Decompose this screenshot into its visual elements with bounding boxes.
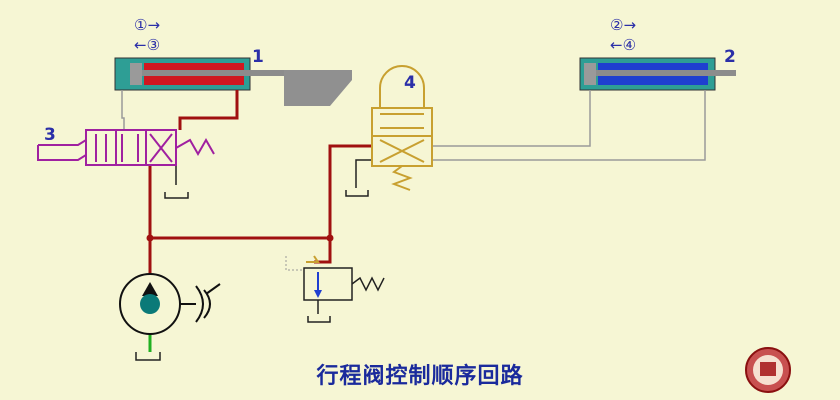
piston-rod-2 xyxy=(596,70,736,76)
sequence-step1: ①→ xyxy=(134,16,160,34)
sequence-step3: ←③ xyxy=(134,36,160,54)
label-valve-3: 3 xyxy=(44,125,56,145)
hydraulic-pump xyxy=(119,273,221,352)
roller-4 xyxy=(379,65,425,108)
junction-right xyxy=(326,234,334,242)
sequence-step2: ②→ xyxy=(610,16,636,34)
return-lines xyxy=(121,90,706,161)
piston-rod-1 xyxy=(142,70,352,76)
cam-block xyxy=(284,70,352,106)
tanks xyxy=(135,159,372,361)
sequence-step4: ←④ xyxy=(610,36,636,54)
tank-pump xyxy=(135,352,161,361)
directional-valve-4 xyxy=(371,65,433,191)
label-cylinder-2: 2 xyxy=(724,47,736,67)
directional-valve-3 xyxy=(37,129,215,166)
piston-2 xyxy=(584,63,596,85)
relief-valve xyxy=(285,255,385,301)
label-cylinder-1: 1 xyxy=(252,47,264,67)
cylinder-1 xyxy=(114,57,352,106)
tank-valve4 xyxy=(345,190,369,197)
pressure-lines xyxy=(148,90,372,285)
solenoid-3 xyxy=(37,138,87,161)
diagram-caption: 行程阀控制顺序回路 xyxy=(316,364,524,389)
label-valve-4: 4 xyxy=(404,73,416,93)
university-seal xyxy=(745,347,791,393)
tank-relief xyxy=(307,316,331,323)
piston-1 xyxy=(130,63,142,85)
tank-valve3 xyxy=(164,192,189,199)
cylinder-2 xyxy=(579,57,736,91)
junction-left xyxy=(146,234,154,242)
